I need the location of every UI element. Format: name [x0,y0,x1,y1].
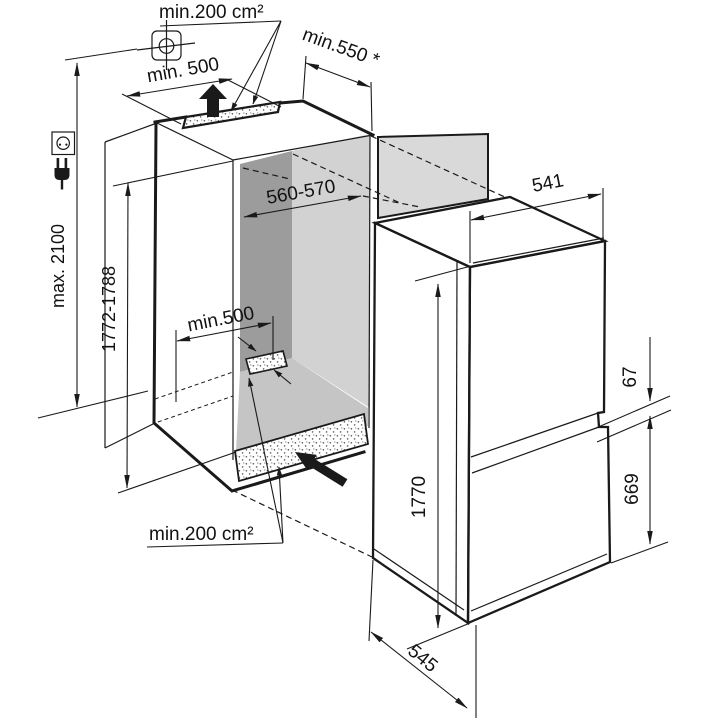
bottom-vent-strip [234,412,369,483]
projection-lines [231,135,508,558]
junction-box-icon [136,20,196,70]
dimension-door-gap: 67 [595,337,672,443]
door-top-edge [472,237,605,264]
power-socket-icon [51,131,76,156]
door-gap-upper-line [470,412,599,458]
label-door-gap: 67 [620,366,641,387]
cabinet-niche [104,99,376,493]
projection-top [370,135,508,199]
callout-bottom-vent: min.200 cm² [146,377,284,548]
cabinet-top-left-edge [104,122,158,143]
hidden-vent-edge [242,167,291,180]
label-lower-door: 669 [622,473,643,505]
cabinet-rear-top-edge-left [153,115,188,124]
top-vent-strip [181,100,282,130]
label-bottom-vent: min.200 cm² [149,524,254,545]
cabinet-rear-top-edge-right [278,99,376,138]
niche-right-jamb [368,133,371,429]
dimension-appliance-width: 541 [469,170,604,263]
dimension-appliance-height: 1770 [406,265,472,650]
label-appliance-height: 1770 [409,476,430,518]
power-plug-icon [54,158,70,190]
dimension-lower-door: 669 [610,415,669,564]
plinth-side-line [373,548,465,611]
niche-ceiling-front-edge [232,134,374,161]
appliance-front-face [466,239,612,625]
label-total-height: max. 2100 [48,224,68,308]
vent-flow-arrow-b [273,369,292,385]
label-top-vent: min.200 cm² [159,2,264,23]
airflow-in-arrow [295,452,348,487]
label-appliance-depth: 545 [404,641,442,677]
cabinet-bottom-left-edge [104,423,154,449]
cabinet-front-silhouette [152,122,366,493]
floor-clearance-strip [154,371,234,424]
plinth-front-line [470,553,608,612]
dimension-niche-height: 1772-1788 [99,160,237,494]
cabinet-top-face-left-edge [156,122,234,161]
callout-top-vent: min.200 cm² [159,2,282,112]
side-door-edge [455,260,458,617]
dimension-appliance-depth: 545 [368,559,477,718]
appliance [371,195,612,626]
label-niche-height: 1772-1788 [99,266,119,352]
projection-bottom [231,489,373,558]
label-min-depth: min.550 * [300,24,383,71]
label-appliance-width: 541 [530,170,565,197]
door-gap-lower-line [471,426,600,474]
appliance-side-face [371,221,472,626]
dimension-total-height: max. 2100 [37,48,149,419]
floor-rear-vent [245,350,288,375]
